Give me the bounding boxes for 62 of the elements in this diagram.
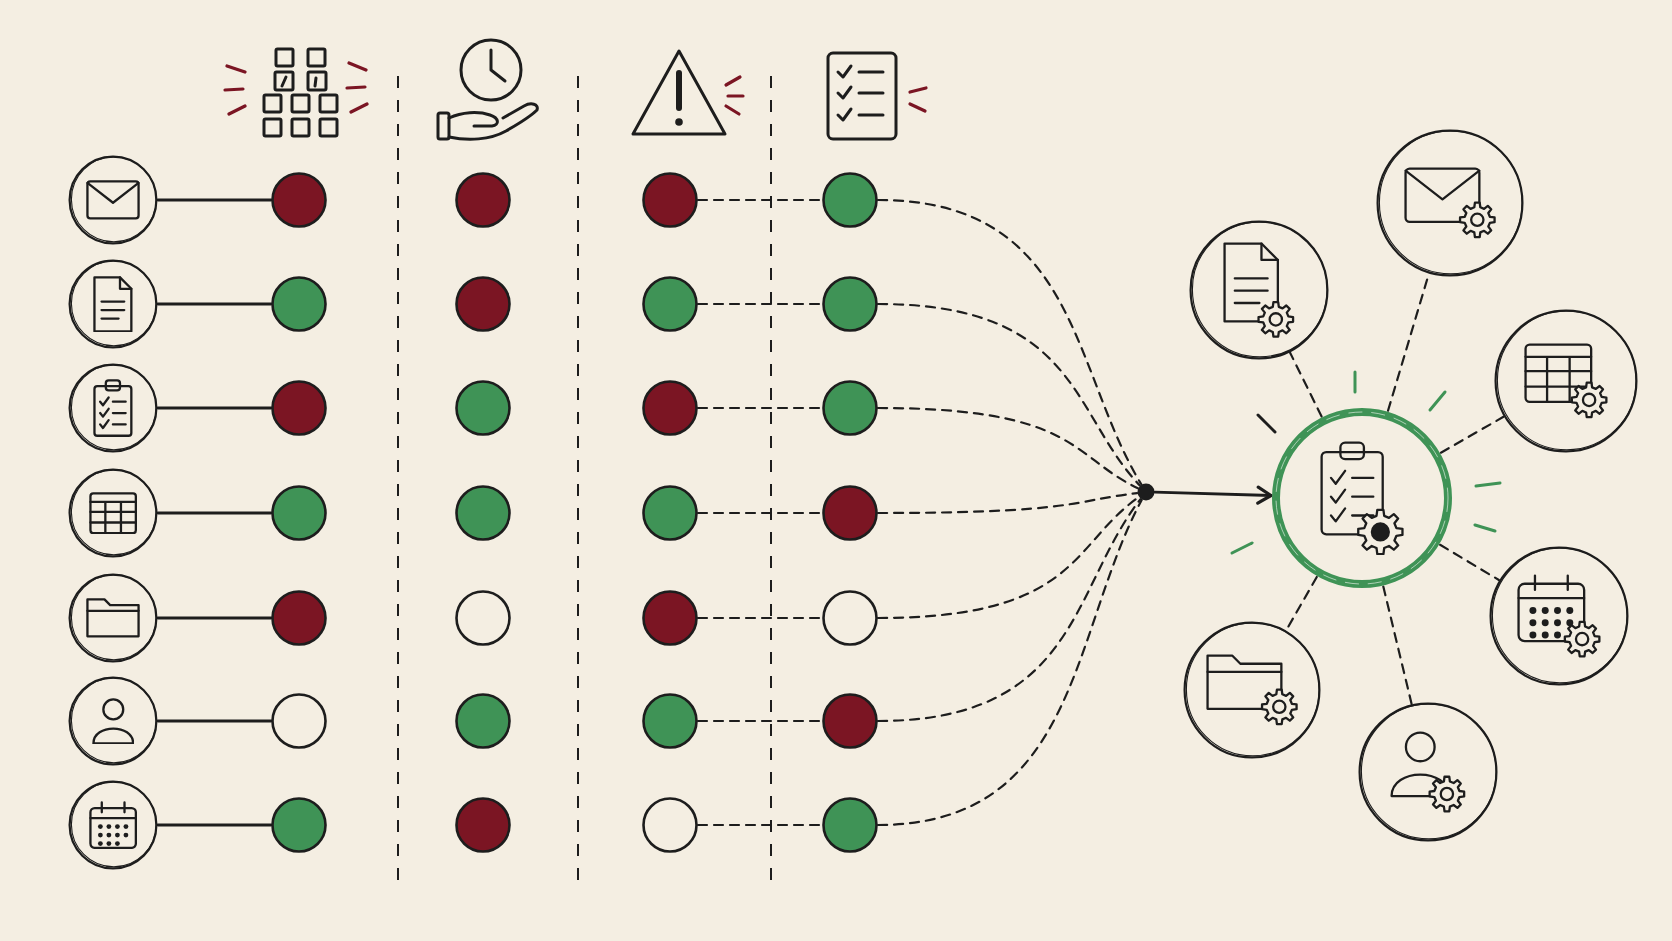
status-dot (822, 485, 878, 541)
dashed-connector (876, 492, 1139, 515)
status-dot (822, 797, 878, 853)
connector-line (156, 406, 273, 410)
dashed-connector (876, 198, 1143, 486)
dashed-connector (1439, 543, 1500, 582)
status-dot (822, 380, 878, 436)
satellite-circle (1358, 702, 1498, 842)
connector-line (156, 511, 273, 515)
status-dot (455, 797, 511, 853)
status-dot (642, 590, 698, 646)
connector-line (156, 719, 273, 723)
icon-circle (68, 259, 158, 349)
status-dot (271, 380, 327, 436)
status-dot (822, 590, 878, 646)
connector-line (156, 198, 273, 202)
icon-circle (68, 676, 158, 766)
status-dot (822, 172, 878, 228)
dashed-connector (876, 496, 1140, 620)
dashed-connector (876, 498, 1142, 723)
status-dot (642, 172, 698, 228)
status-dot (271, 590, 327, 646)
status-dot (455, 590, 511, 646)
connector-line (156, 616, 273, 620)
status-dot (455, 276, 511, 332)
connector-line (156, 302, 273, 306)
status-dot (642, 485, 698, 541)
satellite-circle (1189, 220, 1329, 360)
status-dot (271, 485, 327, 541)
satellite-circle (1494, 309, 1638, 453)
status-dot (642, 276, 698, 332)
icon-circle (68, 155, 158, 245)
status-dot (642, 797, 698, 853)
dashed-connector (1289, 351, 1323, 418)
status-dot (455, 485, 511, 541)
icon-circle (68, 468, 158, 558)
status-dot (455, 380, 511, 436)
status-dot (455, 172, 511, 228)
dashed-connector (876, 302, 1141, 487)
status-dot (271, 693, 327, 749)
status-dot (271, 276, 327, 332)
icon-circle (68, 573, 158, 663)
dashed-connector (1439, 415, 1505, 454)
satellite-circle (1376, 129, 1524, 277)
dashed-connector (876, 498, 1143, 827)
status-dot (642, 693, 698, 749)
hub-circle (1271, 407, 1453, 589)
status-dot (822, 693, 878, 749)
connector-line (156, 823, 273, 827)
status-dot (642, 380, 698, 436)
icon-circle (68, 780, 158, 870)
icon-circle (68, 363, 158, 453)
junction-dot (1137, 483, 1155, 501)
arrow (1153, 485, 1273, 505)
dashed-connector (876, 406, 1139, 490)
status-dot (455, 693, 511, 749)
satellite-circle (1183, 621, 1321, 759)
dashed-connector (1382, 585, 1413, 705)
status-dot (822, 276, 878, 332)
status-dot (271, 797, 327, 853)
status-dot (271, 172, 327, 228)
satellite-circle (1489, 546, 1629, 686)
